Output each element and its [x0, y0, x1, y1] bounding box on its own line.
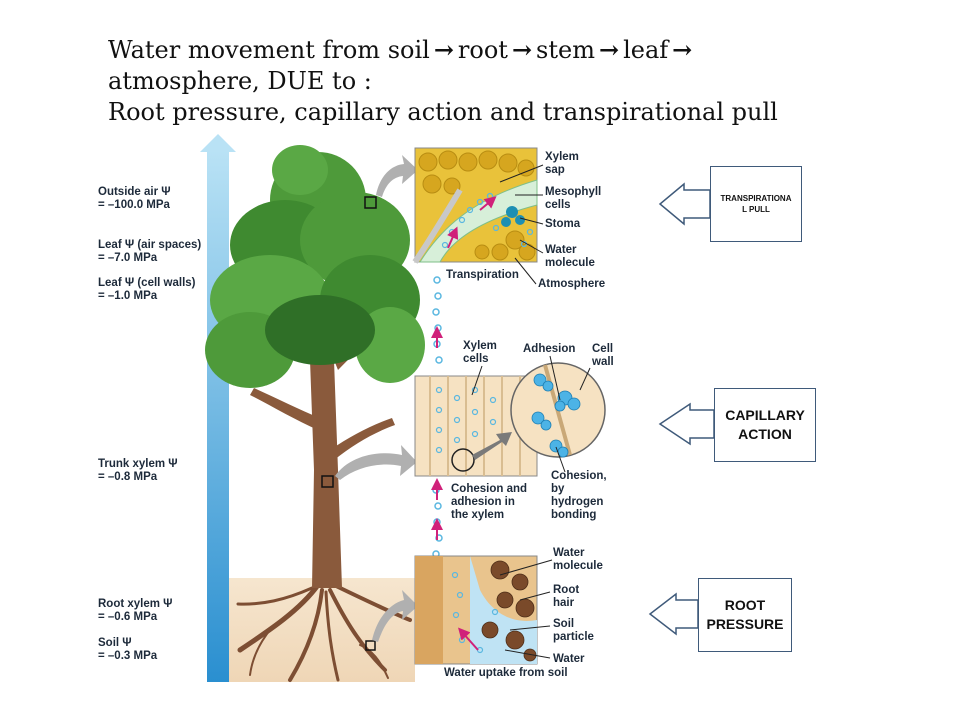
gradient-axis-label: Water potential gradient — [178, 374, 190, 501]
psi-label-outside-air: Outside air Ψ= –100.0 MPa — [98, 186, 171, 211]
label-water-root: Water — [553, 653, 585, 665]
tree-roots — [236, 582, 412, 682]
slide-title: Water movement from soil→root→stem→leaf→… — [108, 34, 828, 128]
psi-label-leaf-air-spaces: Leaf Ψ (air spaces)= –7.0 MPa — [98, 239, 202, 264]
left-arrow-icon — [658, 182, 711, 226]
root-detail-panel — [414, 555, 538, 665]
right-arrow-icon: → — [598, 35, 620, 64]
psi-label-soil: Soil Ψ= –0.3 MPa — [98, 637, 158, 662]
right-arrow-icon: → — [511, 35, 533, 64]
zoom-arrows — [335, 155, 418, 642]
label-atmosphere: Atmosphere — [538, 278, 606, 290]
right-arrow-icon: → — [672, 35, 693, 64]
title-line-3: Root pressure, capillary action and tran… — [108, 98, 778, 126]
callout-arrow-icons — [648, 182, 715, 636]
left-arrow-icon — [658, 402, 715, 446]
sample-markers — [321, 196, 377, 651]
label-stoma: Stoma — [545, 218, 581, 230]
left-arrow-icon — [648, 592, 699, 636]
psi-label-trunk-xylem: Trunk xylem Ψ= –0.8 MPa — [98, 458, 178, 483]
title-line-2: atmosphere, DUE to : — [108, 67, 372, 95]
right-arrow-icon: → — [433, 35, 454, 64]
psi-label-leaf-cell-walls: Leaf Ψ (cell walls)= –1.0 MPa — [98, 277, 196, 302]
leaf-detail-panel — [412, 147, 538, 264]
label-leader-lines — [471, 164, 591, 659]
label-adhesion: Adhesion — [523, 343, 576, 355]
label-transpiration: Transpiration — [446, 269, 519, 281]
psi-label-root-xylem: Root xylem Ψ= –0.6 MPa — [98, 598, 173, 623]
stem-detail-panel — [414, 362, 606, 477]
tree-foliage — [205, 145, 425, 388]
title-line-1: Water movement from soil→root→stem→leaf→ — [108, 35, 693, 64]
label-water-uptake: Water uptake from soil — [444, 667, 568, 679]
